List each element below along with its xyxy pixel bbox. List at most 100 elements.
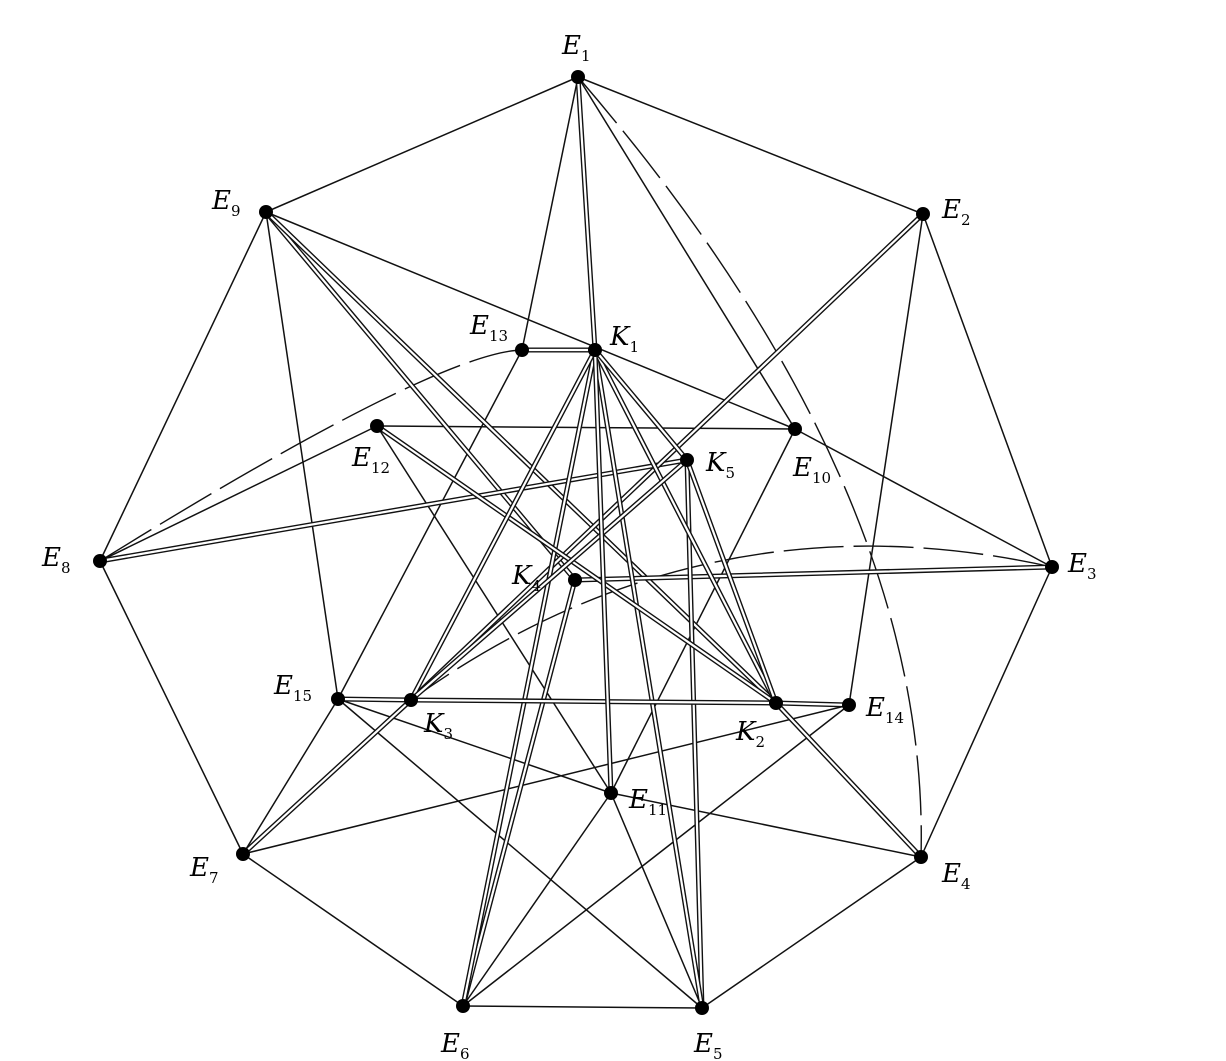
node-e10	[788, 422, 802, 436]
double-edge-inner	[774, 701, 851, 707]
node-e4	[914, 850, 928, 864]
node-label-letter: E	[693, 1029, 713, 1059]
edge-e7-e14	[242, 704, 850, 855]
edge-e7-e8	[99, 560, 244, 855]
node-label-letter: E	[1067, 549, 1087, 579]
double-edge-k2-k5	[684, 457, 779, 706]
node-label-letter: E	[561, 31, 581, 61]
double-edge-k3-k5	[408, 457, 690, 703]
node-e3	[1045, 560, 1059, 574]
node-label-letter: E	[211, 186, 231, 216]
node-k2	[769, 696, 783, 710]
node-label-e15: E15	[273, 671, 312, 705]
node-label-subscript: 6	[460, 1045, 470, 1061]
double-edge-inner	[409, 212, 925, 702]
edge-e5-e6	[462, 1005, 703, 1009]
edge-e2-e3	[922, 213, 1053, 568]
node-label-letter: E	[440, 1029, 460, 1059]
node-label-letter: K	[609, 322, 631, 352]
edge-e13-e15	[337, 349, 523, 700]
node-label-letter: E	[273, 671, 293, 701]
node-label-subscript: 15	[293, 687, 312, 705]
node-label-letter: K	[511, 561, 533, 591]
node-label-subscript: 8	[61, 559, 71, 577]
edge-e15-e11	[337, 698, 612, 794]
edge-e2-e14	[848, 213, 924, 706]
node-label-subscript: 1	[581, 47, 591, 65]
node-label-e8: E8	[41, 543, 71, 577]
edge-e4-e5	[701, 856, 922, 1009]
node-label-subscript: 13	[489, 327, 508, 345]
node-label-e13: E13	[469, 311, 508, 345]
node-label-e12: E12	[351, 443, 390, 477]
double-edge-inner	[409, 348, 597, 702]
node-label-subscript: 3	[1087, 565, 1097, 583]
double-edge-inner	[593, 348, 704, 1010]
node-label-letter: E	[469, 311, 489, 341]
node-label-subscript: 5	[713, 1045, 723, 1061]
node-e7	[236, 847, 250, 861]
double-edge-k1-k5	[592, 347, 690, 463]
node-label-subscript: 10	[812, 469, 831, 487]
node-label-subscript: 5	[725, 464, 735, 482]
node-label-subscript: 7	[209, 869, 219, 887]
node-e6	[456, 999, 470, 1013]
double-edge-inner	[685, 458, 778, 705]
node-k1	[588, 343, 602, 357]
double-edge-inner	[685, 458, 704, 1010]
node-label-subscript: 14	[885, 709, 904, 727]
double-edge-inner	[593, 348, 613, 795]
node-e1	[571, 70, 585, 84]
node-e15	[331, 692, 345, 706]
double-edge-inner	[375, 424, 778, 705]
node-label-k5: K5	[705, 448, 735, 482]
edge-e14-e6	[462, 704, 850, 1007]
double-edge-e6-k4	[460, 577, 578, 1009]
double-edge-inner	[593, 348, 778, 705]
node-label-subscript: 11	[648, 801, 667, 819]
edge-e1-e2	[577, 76, 924, 215]
edge-e10-e3	[794, 428, 1053, 568]
node-label-k4: K4	[511, 561, 541, 595]
node-k4	[568, 573, 582, 587]
edge-e6-e7	[242, 853, 464, 1007]
double-edge-e5-k1	[592, 347, 705, 1011]
curved-edge-e8-e13	[99, 349, 523, 562]
node-label-letter: K	[423, 709, 445, 739]
node-label-e3: E3	[1067, 549, 1097, 583]
double-edge-e12-k2	[374, 423, 779, 706]
node-label-e2: E2	[941, 195, 971, 229]
double-edge-inner	[573, 565, 1054, 582]
node-e11	[604, 786, 618, 800]
node-label-subscript: 12	[371, 459, 390, 477]
double-edge-inner	[409, 698, 778, 705]
double-edge-inner	[576, 75, 597, 352]
node-label-letter: E	[792, 453, 812, 483]
double-edge-k3-k2	[408, 697, 779, 706]
double-edge-e4-k2	[773, 700, 924, 860]
double-edge-inner	[98, 458, 689, 563]
edge-e8-e12	[99, 425, 378, 562]
double-edge-inner	[336, 697, 413, 702]
node-label-e5: E5	[693, 1029, 723, 1061]
node-e12	[370, 419, 384, 433]
edge-e15-e5	[337, 698, 703, 1009]
edge-e8-e9	[99, 211, 267, 562]
double-edge-e7-k3	[240, 697, 414, 857]
node-label-e1: E1	[561, 31, 591, 65]
edge-e11-e6	[462, 792, 612, 1007]
double-edge-k2-e14	[773, 700, 852, 708]
edge-e11-e5	[610, 792, 703, 1009]
node-label-letter: E	[41, 543, 61, 573]
node-label-e6: E6	[440, 1029, 470, 1061]
node-label-letter: E	[941, 195, 961, 225]
node-label-letter: E	[941, 859, 961, 889]
edge-e9-e15	[265, 211, 339, 700]
node-label-subscript: 2	[755, 733, 765, 751]
node-layer	[93, 70, 1059, 1015]
node-label-e7: E7	[189, 853, 219, 887]
node-label-k1: K1	[609, 322, 639, 356]
double-edge-inner	[461, 348, 597, 1008]
double-edge-inner	[461, 578, 577, 1008]
